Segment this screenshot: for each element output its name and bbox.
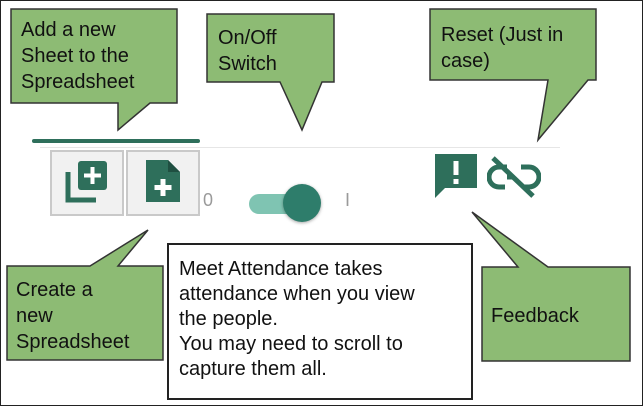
info-line: You may need to scroll to: [179, 333, 403, 355]
link-off-icon: [486, 156, 542, 204]
create-spreadsheet-button[interactable]: [126, 150, 200, 216]
feedback-button[interactable]: [431, 152, 481, 207]
add-sheet-callout-text: Add a new Sheet to the Spreadsheet: [21, 19, 135, 93]
on-off-callout-bubble: [206, 13, 335, 132]
toggle-on-label: I: [345, 190, 351, 210]
info-line: capture them all.: [179, 358, 327, 380]
active-tab-indicator: [32, 139, 200, 143]
on-off-callout-text: On/Off Switch: [218, 27, 277, 75]
info-line: attendance when you view: [179, 283, 415, 305]
add-sheet-button[interactable]: [50, 150, 124, 216]
create-spreadsheet-callout-bubble: [6, 229, 164, 361]
info-box: Meet Attendance takes attendance when yo…: [167, 243, 473, 400]
reset-callout-bubble: [429, 8, 597, 143]
add-sheet-callout-bubble: [10, 8, 178, 132]
toolbar-divider: [40, 147, 560, 148]
toggle-off-label: 0: [203, 190, 214, 210]
info-line: Meet Attendance takes: [179, 258, 383, 280]
reset-callout-text: Reset (Just in case): [441, 24, 564, 72]
new-spreadsheet-icon: [142, 156, 184, 211]
feedback-callout-text: Feedback: [491, 305, 579, 327]
add-sheet-icon: [62, 156, 112, 211]
info-line: the people.: [179, 308, 278, 330]
reset-button[interactable]: [486, 154, 542, 205]
toggle-knob: [283, 184, 321, 222]
on-off-toggle[interactable]: [247, 184, 323, 224]
create-spreadsheet-callout-text: Create a new Spreadsheet: [16, 279, 130, 353]
feedback-callout-bubble: [471, 211, 631, 362]
feedback-icon: [431, 154, 481, 206]
